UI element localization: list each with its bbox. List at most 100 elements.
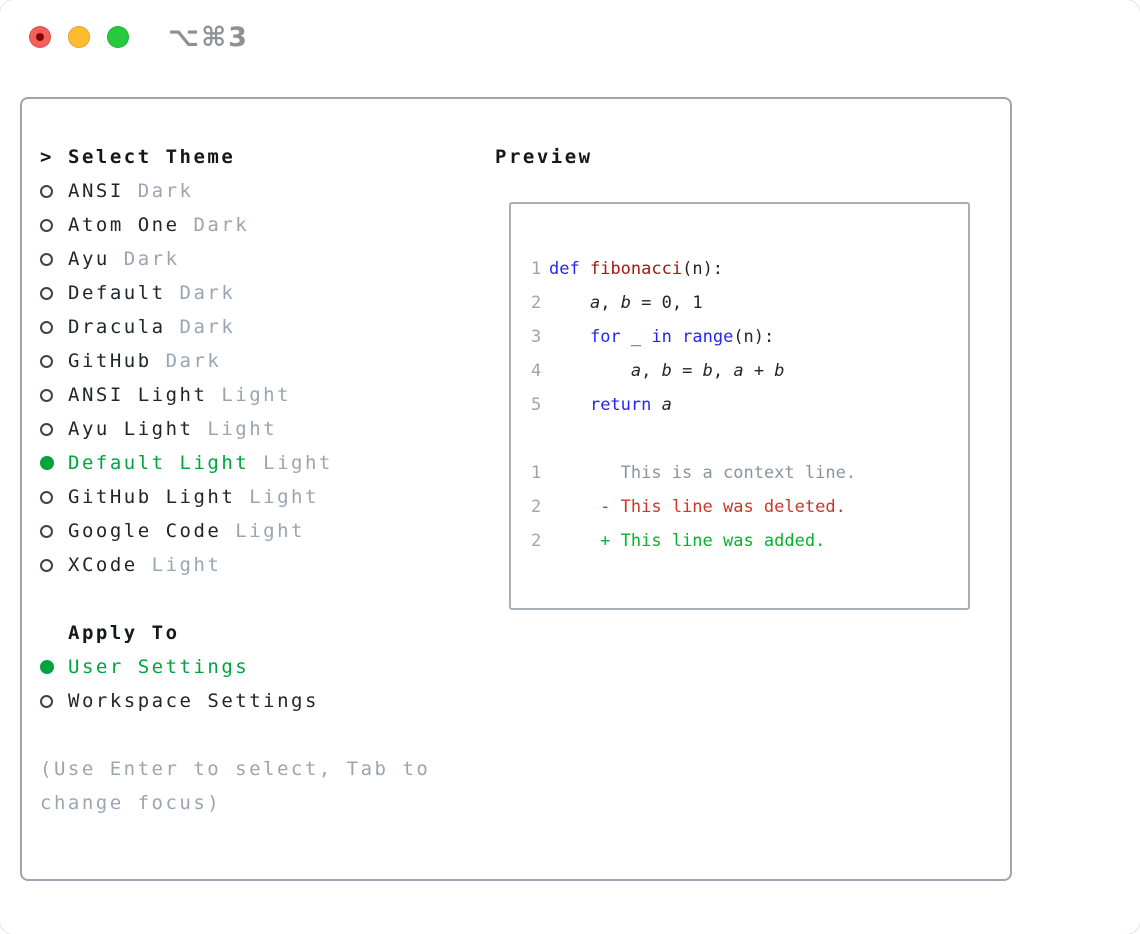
option-label: User Settings	[68, 656, 250, 678]
radio-unselected-icon	[40, 321, 53, 334]
code-token: for	[589, 327, 621, 347]
theme-option[interactable]: ANSI Light Light	[40, 378, 495, 412]
line-number: 2	[531, 293, 542, 313]
theme-option[interactable]: Ayu Light Light	[40, 412, 495, 446]
code-token: - This line was deleted.	[549, 497, 846, 517]
theme-option[interactable]: GitHub Dark	[40, 344, 495, 378]
radio-selected-icon	[40, 660, 54, 674]
line-number: 5	[531, 395, 542, 415]
line-number: 2	[531, 531, 542, 551]
option-label: Atom One	[68, 214, 180, 236]
option-label: Default	[68, 282, 166, 304]
code-token: ,	[712, 361, 734, 381]
preview-title: Preview	[495, 146, 593, 168]
theme-variant-label: Light	[221, 520, 305, 542]
line-number: 1	[531, 259, 542, 279]
option-label: XCode	[68, 554, 138, 576]
theme-option[interactable]: Atom One Dark	[40, 208, 495, 242]
option-label: Ayu	[68, 248, 110, 270]
radio-unselected-icon	[40, 185, 53, 198]
theme-option[interactable]: Default Dark	[40, 276, 495, 310]
theme-option[interactable]: ANSI Dark	[40, 174, 495, 208]
code-token	[549, 293, 590, 313]
code-token: b	[774, 361, 785, 381]
code-token: fibonacci	[589, 259, 683, 279]
theme-variant-label: Dark	[123, 180, 194, 202]
theme-option[interactable]: XCode Light	[40, 548, 495, 582]
code-token: b	[702, 361, 713, 381]
theme-option[interactable]: Default Light Light	[40, 446, 495, 480]
theme-variant-label: Light	[137, 554, 222, 576]
line-number: 2	[531, 497, 542, 517]
code-token: b	[661, 361, 672, 381]
theme-variant-label: Light	[235, 486, 319, 508]
code-token: = 0, 1	[630, 293, 703, 313]
line-number: 1	[531, 463, 542, 483]
option-label: ANSI	[68, 180, 124, 202]
option-label: Google Code	[68, 520, 222, 542]
line-number: 4	[531, 361, 542, 381]
apply-to-option[interactable]: Workspace Settings	[40, 684, 495, 718]
radio-unselected-icon	[40, 253, 53, 266]
code-line: 2 - This line was deleted.	[531, 490, 968, 524]
code-token: b	[620, 293, 631, 313]
code-token	[549, 327, 590, 347]
radio-unselected-icon	[40, 559, 53, 572]
option-label: GitHub Light	[68, 486, 236, 508]
code-line: 4 a, b = b, a + b	[531, 354, 968, 388]
code-token	[549, 395, 590, 415]
code-line: 2 + This line was added.	[531, 524, 968, 558]
selection-cursor: >	[40, 146, 54, 168]
theme-option[interactable]: Dracula Dark	[40, 310, 495, 344]
code-token: range	[682, 327, 734, 347]
minimize-button[interactable]	[68, 26, 90, 48]
radio-unselected-icon	[40, 491, 53, 504]
code-token: a	[630, 361, 642, 381]
radio-unselected-icon	[40, 389, 53, 402]
close-button[interactable]	[29, 26, 51, 48]
theme-option[interactable]: Ayu Dark	[40, 242, 495, 276]
radio-unselected-icon	[40, 423, 53, 436]
code-token: return	[589, 395, 652, 415]
code-line: 2 a, b = 0, 1	[531, 286, 968, 320]
theme-picker-header: > Select Theme	[40, 140, 495, 174]
code-token: (n):	[733, 327, 775, 347]
code-token: ,	[641, 361, 662, 381]
code-token: _	[620, 327, 652, 347]
option-label: ANSI Light	[68, 384, 208, 406]
code-token	[672, 327, 682, 347]
theme-variant-label: Light	[207, 384, 292, 406]
keyboard-hint: (Use Enter to select, Tab to change focu…	[40, 758, 431, 814]
theme-variant-label: Light	[193, 418, 278, 440]
code-token: def	[549, 259, 580, 279]
line-number: 3	[531, 327, 542, 347]
code-line	[531, 422, 968, 456]
code-line: 1 This is a context line.	[531, 456, 968, 490]
radio-unselected-icon	[40, 355, 53, 368]
theme-picker-title: Select Theme	[68, 146, 236, 168]
code-token: This is a context line.	[549, 463, 857, 483]
code-token	[651, 395, 661, 415]
theme-variant-label: Dark	[165, 282, 236, 304]
radio-unselected-icon	[40, 219, 53, 232]
theme-option[interactable]: GitHub Light Light	[40, 480, 495, 514]
code-token: a	[589, 293, 601, 313]
code-token: +	[743, 361, 775, 381]
theme-option[interactable]: Google Code Light	[40, 514, 495, 548]
zoom-button[interactable]	[107, 26, 129, 48]
radio-unselected-icon	[40, 287, 53, 300]
option-label: Ayu Light	[68, 418, 194, 440]
apply-to-option[interactable]: User Settings	[40, 650, 495, 684]
modified-indicator-dot	[36, 33, 44, 41]
option-label: Dracula	[68, 316, 166, 338]
radio-unselected-icon	[40, 525, 53, 538]
preview-column: Preview 1 def fibonacci (n): 2 a, b = 0, 1 3…	[495, 140, 1010, 879]
